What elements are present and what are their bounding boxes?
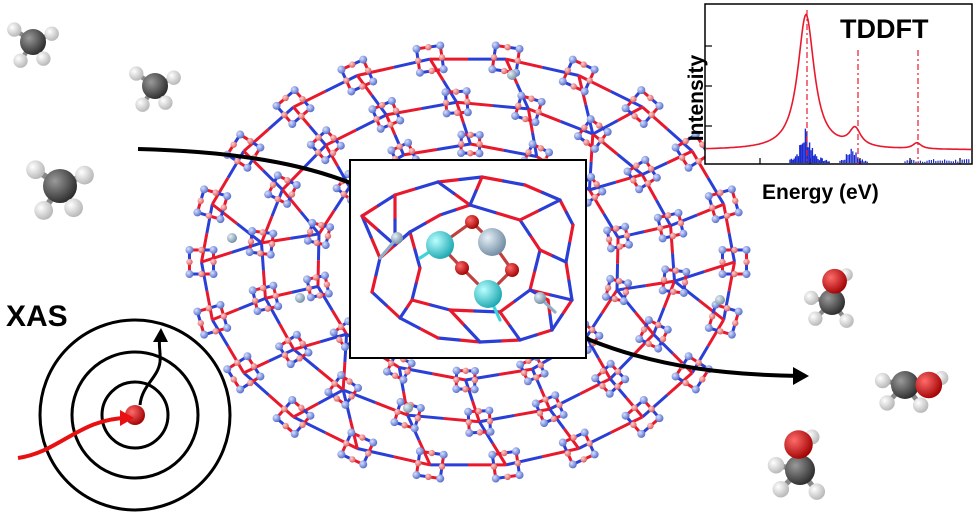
- methanol-molecule-icon: [804, 268, 854, 328]
- absorption-spectrum-icon: [704, 3, 973, 165]
- xas-target-rings-icon: [17, 318, 232, 512]
- x-axis-label: Energy (eV): [762, 181, 879, 204]
- xas-label: XAS: [6, 300, 68, 333]
- methane-molecule-icon: [26, 160, 94, 220]
- methane-molecule-icon: [7, 22, 59, 68]
- tddft-label: TDDFT: [840, 14, 929, 44]
- y-axis-label: Intensity: [685, 54, 708, 142]
- methanol-molecule-icon: [767, 429, 826, 500]
- methane-molecule-icon: [129, 66, 181, 112]
- reaction-arrow-head: [793, 367, 809, 385]
- zeolite-framework-icon: [185, 41, 751, 483]
- methanol-molecule-icon: [874, 371, 949, 413]
- copper-oxo-cluster-icon: [349, 159, 587, 359]
